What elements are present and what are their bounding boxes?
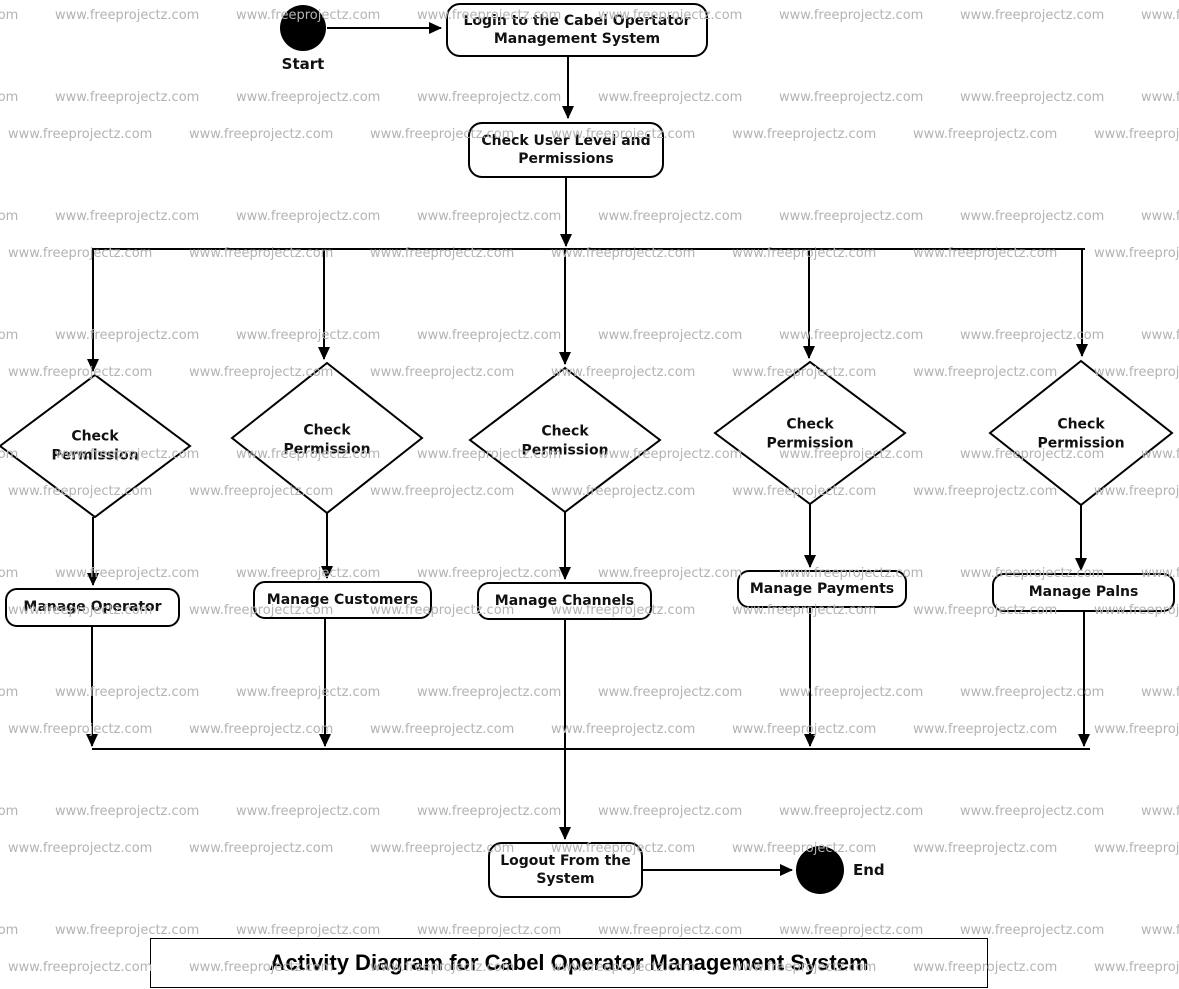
start-node bbox=[280, 5, 326, 51]
decision-diamond-5 bbox=[988, 359, 1174, 507]
decision-diamond-2 bbox=[230, 361, 424, 515]
decision-diamond-3 bbox=[468, 366, 662, 514]
activity-manage-payments: Manage Payments bbox=[737, 570, 907, 608]
decision-label-5: Check Permission bbox=[1037, 416, 1125, 451]
decision-label-1: Check Permission bbox=[51, 428, 139, 463]
decision-diamond-1 bbox=[0, 373, 192, 519]
activity-manage-operator: Manage Operator bbox=[5, 588, 180, 627]
activity-manage-plans: Manage Palns bbox=[992, 573, 1175, 612]
decision-label-2: Check Permission bbox=[283, 422, 371, 457]
activity-check-user-level: Check User Level and Permissions bbox=[468, 122, 664, 178]
diagram-title: Activity Diagram for Cabel Operator Mana… bbox=[150, 938, 988, 988]
activity-login: Login to the Cabel Opertator Management … bbox=[446, 3, 708, 57]
decision-label-3: Check Permission bbox=[521, 423, 609, 458]
end-node-label: End bbox=[853, 861, 885, 879]
decision-label-4: Check Permission bbox=[766, 416, 854, 451]
end-node bbox=[796, 846, 844, 894]
activity-manage-channels: Manage Channels bbox=[477, 582, 652, 620]
decision-diamond-4 bbox=[713, 360, 907, 506]
activity-logout: Logout From the System bbox=[488, 842, 643, 898]
start-node-label: Start bbox=[281, 55, 325, 73]
activity-manage-customers: Manage Customers bbox=[253, 581, 432, 619]
